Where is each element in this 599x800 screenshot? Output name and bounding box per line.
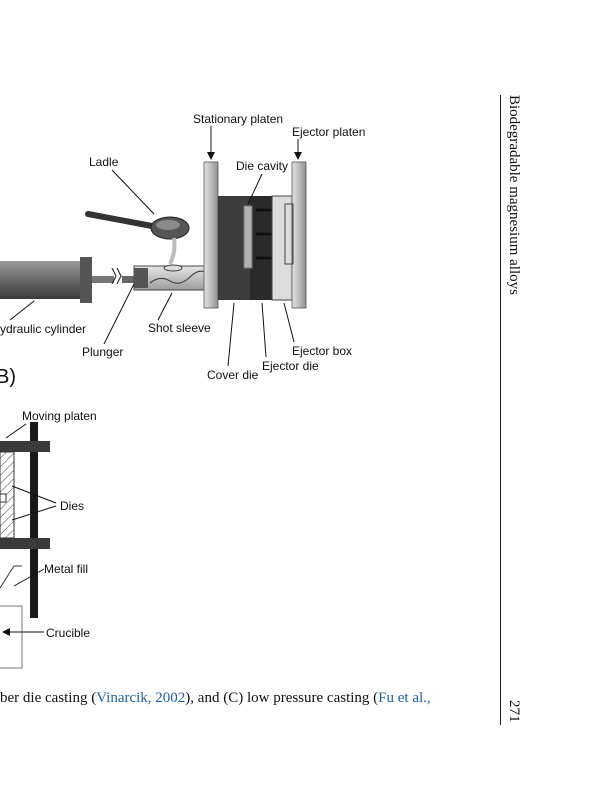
hydraulic-cylinder-flange [80, 257, 92, 303]
tie-bar-bottom [0, 538, 50, 549]
die-insert [0, 493, 7, 503]
ejector-platen [291, 161, 307, 309]
citation-link-vinarcik[interactable]: Vinarcik, 2002 [96, 690, 186, 706]
label-shot-sleeve: Shot sleeve [148, 321, 211, 335]
ejector-platen-bracket [284, 203, 294, 265]
label-metal-fill: Metal fill [44, 562, 88, 576]
label-ejector-box: Ejector box [292, 344, 352, 358]
panel-b-marker: B) [0, 366, 16, 388]
arrow-ejector-box [283, 302, 295, 343]
page-number: 271 [506, 700, 522, 723]
dies-block [0, 451, 15, 539]
die-cavity [243, 205, 253, 269]
label-crucible: Crucible [46, 626, 90, 640]
label-plunger: Plunger [82, 345, 123, 359]
label-cover-die: Cover die [207, 368, 259, 382]
piston-rod [92, 276, 114, 283]
crucible-wall [0, 605, 23, 669]
label-die-cavity: Die cavity [236, 159, 288, 173]
ejector-die [250, 196, 272, 300]
label-ejector-platen: Ejector platen [292, 125, 365, 139]
caption-text-1: ber die casting ( [0, 690, 97, 706]
sleeve-fill-port [163, 264, 183, 272]
label-ejector-die: Ejector die [262, 359, 319, 373]
arrow-die-cavity [247, 173, 263, 205]
margin-rule [500, 95, 501, 725]
label-moving-platen: Moving platen [22, 409, 97, 423]
arrow-dies-2 [11, 505, 57, 521]
arrow-ejector-die [261, 302, 267, 358]
ladle-bowl-highlight [156, 220, 180, 230]
arrow-moving-platen [5, 423, 27, 439]
metal-pour [168, 237, 177, 265]
molten-metal-sleeve [149, 270, 219, 284]
ladle-handle [85, 211, 155, 229]
arrow-metal-fill [13, 568, 45, 587]
plunger-tip [134, 268, 148, 288]
arrow-hydraulic-cylinder [9, 300, 35, 321]
citation-link-fu[interactable]: Fu et al., [378, 690, 431, 706]
arrow-cover-die [227, 302, 235, 367]
caption-text-2: ), and (C) low pressure casting ( [185, 690, 379, 706]
break-mark [111, 267, 122, 285]
plunger-rod [122, 276, 140, 283]
tie-bar-top [0, 441, 50, 452]
arrow-dies-1 [11, 485, 57, 504]
arrowhead-stationary-platen [207, 152, 215, 160]
arrow-shot-sleeve [157, 292, 173, 321]
hydraulic-cylinder-body [0, 261, 82, 299]
label-stationary-platen: Stationary platen [193, 112, 283, 126]
figure-caption: ber die casting (Vinarcik, 2002), and (C… [0, 690, 495, 707]
gooseneck [0, 565, 22, 589]
label-hydraulic-cylinder: ydraulic cylinder [0, 322, 86, 336]
running-title: Biodegradable magnesium alloys [506, 95, 522, 295]
ejector-box [271, 195, 293, 301]
arrow-plunger [103, 283, 135, 345]
label-dies: Dies [60, 499, 84, 513]
arrowhead-crucible [2, 628, 10, 636]
arrow-ladle [111, 169, 155, 215]
stationary-platen [203, 161, 219, 309]
label-ladle: Ladle [89, 155, 119, 169]
arrowhead-ejector-platen [294, 152, 302, 160]
moving-platen [30, 422, 38, 618]
